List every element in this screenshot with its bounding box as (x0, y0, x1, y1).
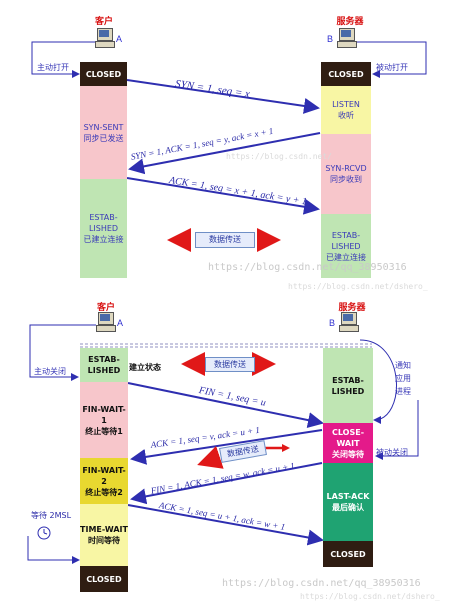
bottom-data-transfer-label-1: 数据传送 (205, 357, 255, 372)
server-state-syn-rcvd: SYN-RCVD 同步收到 (321, 134, 371, 214)
ack-arrow (126, 177, 320, 215)
notify-process-bracket (359, 339, 397, 424)
client-state-fin-wait-1: FIN-WAIT-1 终止等待1 (80, 382, 128, 458)
server-state-established: ESTAB-LISHED 已建立连接 (321, 214, 371, 278)
client-open-bracket (31, 41, 95, 78)
server-state-close-wait: CLOSE-WAIT 关闭等待 (323, 423, 373, 463)
server-state-closed-2: CLOSED (323, 541, 373, 567)
fin-arrow (127, 382, 324, 429)
client-close-bracket (29, 324, 96, 381)
server-pc-label: B (327, 34, 334, 44)
client-title-2: 客户 (96, 303, 115, 313)
client-state-closed-2: CLOSED (80, 566, 128, 592)
server-title-2: 服务器 (338, 303, 366, 313)
client-state-fin-wait-2: FIN-WAIT-2 终止等待2 (80, 458, 128, 504)
client-state-established-2: ESTAB-LISHED (80, 348, 128, 382)
client-title: 客户 (94, 17, 113, 27)
client-state-closed: CLOSED (80, 62, 127, 86)
server-state-listen: LISTEN 收听 (321, 86, 371, 134)
server-computer-icon (337, 28, 357, 50)
top-data-transfer-label: 数据传送 (195, 232, 255, 248)
bottom-watermark: https://blog.csdn.net/qq_38950316 (222, 578, 421, 589)
server-action-label: 被动打开 (376, 63, 408, 72)
top-watermark-faint-2: https://blog.csdn.net/dshero_ (288, 282, 428, 291)
wait-2msl-label: 等待 2MSL (31, 511, 72, 520)
final-ack-arrow (127, 504, 324, 546)
server-state-established-2: ESTAB-LISHED (323, 348, 373, 423)
fin-ack-arrow (130, 462, 323, 505)
client-pc-label: A (116, 34, 123, 44)
server-pc-label-2: B (329, 318, 336, 328)
server-state-last-ack: LAST-ACK 最后确认 (323, 463, 373, 541)
client-established-cn: 建立状态 (129, 363, 161, 372)
notify-line-1: 通知 (395, 361, 411, 370)
syn-ack-arrow (128, 132, 321, 175)
server-close-bracket (375, 400, 419, 460)
notify-line-2: 应用 (395, 374, 411, 383)
server-computer-icon-2 (339, 312, 359, 334)
clock-icon (37, 526, 51, 540)
wait-2msl-bracket (27, 536, 80, 564)
server-title: 服务器 (336, 17, 364, 27)
top-watermark: https://blog.csdn.net/qq_38950316 (208, 262, 407, 273)
server-state-closed: CLOSED (321, 62, 371, 86)
client-state-time-wait: TIME-WAIT 时间等待 (80, 504, 128, 566)
syn-arrow (126, 79, 320, 114)
client-close-label: 主动关闭 (34, 367, 66, 376)
client-pc-label-2: A (117, 318, 124, 328)
client-computer-icon (95, 28, 115, 50)
server-open-bracket (355, 41, 427, 78)
notify-line-3: 进程 (395, 387, 411, 396)
server-close-label: 被动关闭 (376, 448, 408, 457)
client-computer-icon-2 (96, 312, 116, 334)
client-state-established: ESTAB-LISHED 已建立连接 (80, 179, 127, 278)
ack-v-arrow (130, 429, 323, 465)
client-state-syn-sent: SYN-SENT 同步已发送 (80, 86, 127, 179)
bottom-watermark-faint: https://blog.csdn.net/dshero_ (300, 592, 440, 601)
top-watermark-faint: https://blog.csdn.net/ (226, 152, 332, 161)
client-action-label: 主动打开 (37, 63, 69, 72)
